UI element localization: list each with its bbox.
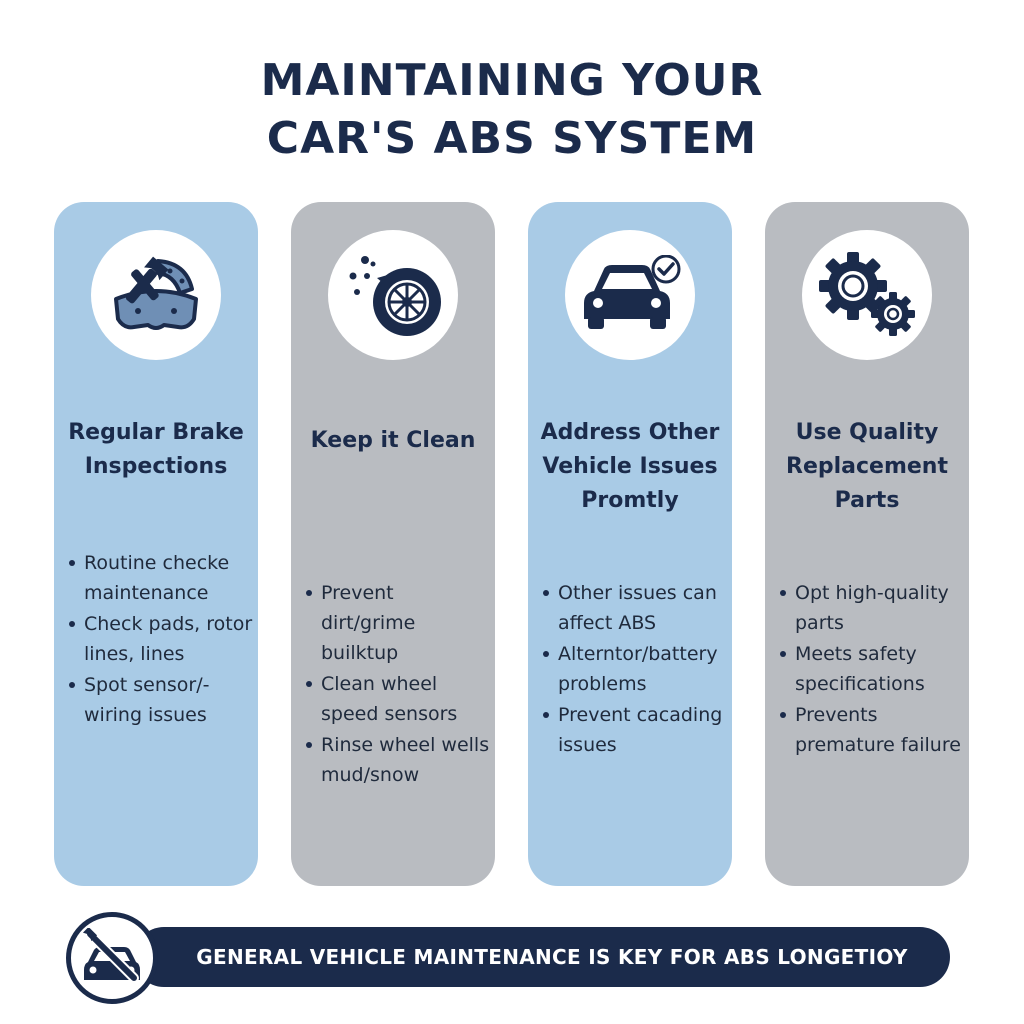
wheel-spray-icon — [349, 256, 441, 336]
bullet-list: Opt high-quality parts Meets safety spec… — [777, 578, 969, 761]
card-heading-line: Regular Brake — [68, 420, 244, 445]
list-item: Alterntor/battery problems — [540, 639, 730, 699]
card-quality-parts: Use Quality Replacement Parts Opt high-q… — [765, 202, 969, 886]
card-heading-line: Address Other — [540, 420, 720, 445]
card-heading-line: Use Quality — [795, 420, 939, 445]
card-heading: Address Other Vehicle Issues Promtly — [536, 416, 724, 518]
list-item: Clean wheel speed sensors — [303, 669, 493, 729]
bullet-list: Prevent dirt/grime builktup Clean wheel … — [303, 578, 493, 791]
list-item: Rinse wheel wells mud/snow — [303, 730, 493, 790]
icon-circle — [91, 230, 221, 360]
card-heading: Use Quality Replacement Parts — [773, 416, 961, 518]
list-item: Prevent cacading issues — [540, 700, 730, 760]
list-item: Other issues can affect ABS — [540, 578, 730, 638]
card-heading: Regular Brake Inspections — [62, 416, 250, 484]
card-heading-line: Inspections — [84, 454, 228, 479]
title-line-1: MAINTAINING YOUR — [260, 55, 764, 106]
list-item: Prevent dirt/grime builktup — [303, 578, 493, 668]
list-item: Check pads, rotor lines, lines — [66, 609, 256, 669]
card-heading-line: Keep it Clean — [310, 428, 476, 453]
card-address-issues: Address Other Vehicle Issues Promtly Oth… — [528, 202, 732, 886]
list-item: Routine checke maintenance — [66, 548, 256, 608]
icon-circle — [802, 230, 932, 360]
icon-circle — [565, 230, 695, 360]
banner-badge — [66, 912, 158, 1004]
bullet-list: Routine checke maintenance Check pads, r… — [66, 548, 256, 731]
card-heading-line: Vehicle Issues — [542, 454, 718, 479]
list-item: Spot sensor/- wiring issues — [66, 670, 256, 730]
wrench-brake-pad-icon — [114, 256, 198, 330]
card-heading: Keep it Clean — [299, 424, 487, 458]
card-brake-inspections: Regular Brake Inspections Routine checke… — [54, 202, 258, 886]
car-wrench-badge-icon — [82, 928, 140, 983]
list-item: Opt high-quality parts — [777, 578, 969, 638]
list-item: Prevents premature failure — [777, 700, 969, 760]
card-heading-line: Replacement — [786, 454, 948, 479]
car-check-icon — [584, 255, 681, 329]
card-heading-line: Promtly — [581, 488, 679, 513]
title-line-2: CAR'S ABS SYSTEM — [266, 113, 758, 164]
gears-icon — [819, 252, 915, 336]
footer-banner: GENERAL VEHICLE MAINTENANCE IS KEY FOR A… — [134, 927, 950, 987]
list-item: Meets safety specifications — [777, 639, 969, 699]
banner-text: GENERAL VEHICLE MAINTENANCE IS KEY FOR A… — [196, 945, 908, 969]
page-title: MAINTAINING YOUR CAR'S ABS SYSTEM — [0, 52, 1024, 168]
bullet-list: Other issues can affect ABS Alterntor/ba… — [540, 578, 730, 761]
card-heading-line: Parts — [834, 488, 900, 513]
card-keep-clean: Keep it Clean Prevent dirt/grime builktu… — [291, 202, 495, 886]
icon-circle — [328, 230, 458, 360]
